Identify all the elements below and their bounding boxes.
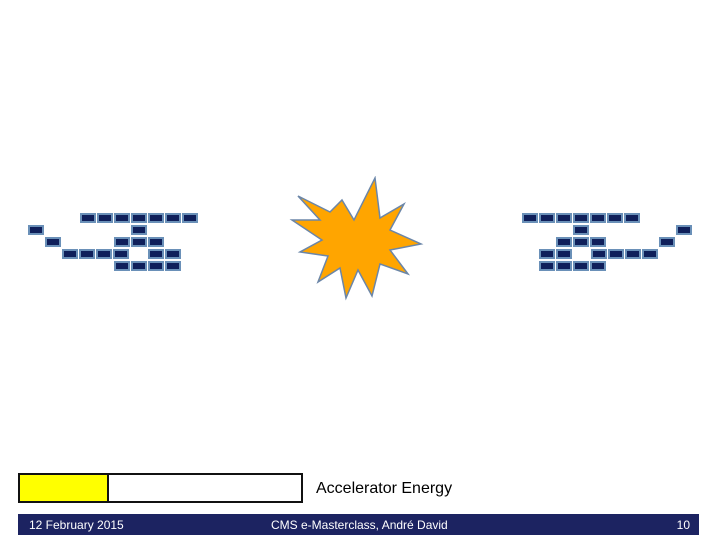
- ship-block: [148, 249, 164, 259]
- ship-block: [556, 213, 572, 223]
- ship-block: [96, 249, 112, 259]
- ship-block: [659, 237, 675, 247]
- ship-block: [113, 249, 129, 259]
- ship-block: [590, 237, 606, 247]
- ship-block: [625, 249, 641, 259]
- ship-block: [165, 213, 181, 223]
- ship-block: [62, 249, 78, 259]
- ship-block: [131, 237, 147, 247]
- ship-block: [573, 261, 589, 271]
- ship-block: [80, 213, 96, 223]
- ship-block: [114, 261, 130, 271]
- ship-block: [131, 261, 147, 271]
- ship-block: [97, 213, 113, 223]
- ship-block: [676, 225, 692, 235]
- page-number: 10: [676, 518, 690, 532]
- ship-block: [28, 225, 44, 235]
- ship-block: [165, 261, 181, 271]
- ship-block: [539, 249, 555, 259]
- ship-block: [165, 249, 181, 259]
- ship-block: [131, 225, 147, 235]
- ship-block: [522, 213, 538, 223]
- ship-block: [114, 237, 130, 247]
- ship-block: [573, 225, 589, 235]
- ship-block: [539, 213, 555, 223]
- ship-block: [556, 237, 572, 247]
- explosion-burst-icon: [289, 176, 424, 301]
- ship-block: [642, 249, 658, 259]
- accelerator-energy-fill: [20, 475, 110, 501]
- ship-block: [182, 213, 198, 223]
- ship-block: [131, 213, 147, 223]
- ship-block: [148, 213, 164, 223]
- ship-block: [148, 261, 164, 271]
- ship-block: [590, 213, 606, 223]
- burst-shape: [289, 176, 424, 301]
- ship-block: [556, 261, 572, 271]
- ship-block: [556, 249, 572, 259]
- ship-block: [608, 249, 624, 259]
- footer-date: 12 February 2015: [29, 518, 124, 532]
- ship-block: [591, 249, 607, 259]
- ship-block: [624, 213, 640, 223]
- accelerator-energy-bar: [18, 473, 303, 503]
- accelerator-energy-label: Accelerator Energy: [316, 480, 453, 497]
- ship-block: [607, 213, 623, 223]
- footer-title: CMS e-Masterclass, André David: [271, 518, 448, 532]
- ship-block: [573, 237, 589, 247]
- ship-block: [539, 261, 555, 271]
- ship-block: [573, 213, 589, 223]
- footer-bar: 12 February 2015 CMS e-Masterclass, Andr…: [18, 514, 699, 535]
- ship-block: [45, 237, 61, 247]
- ship-block: [114, 213, 130, 223]
- ship-block: [590, 261, 606, 271]
- ship-block: [148, 237, 164, 247]
- ship-block: [79, 249, 95, 259]
